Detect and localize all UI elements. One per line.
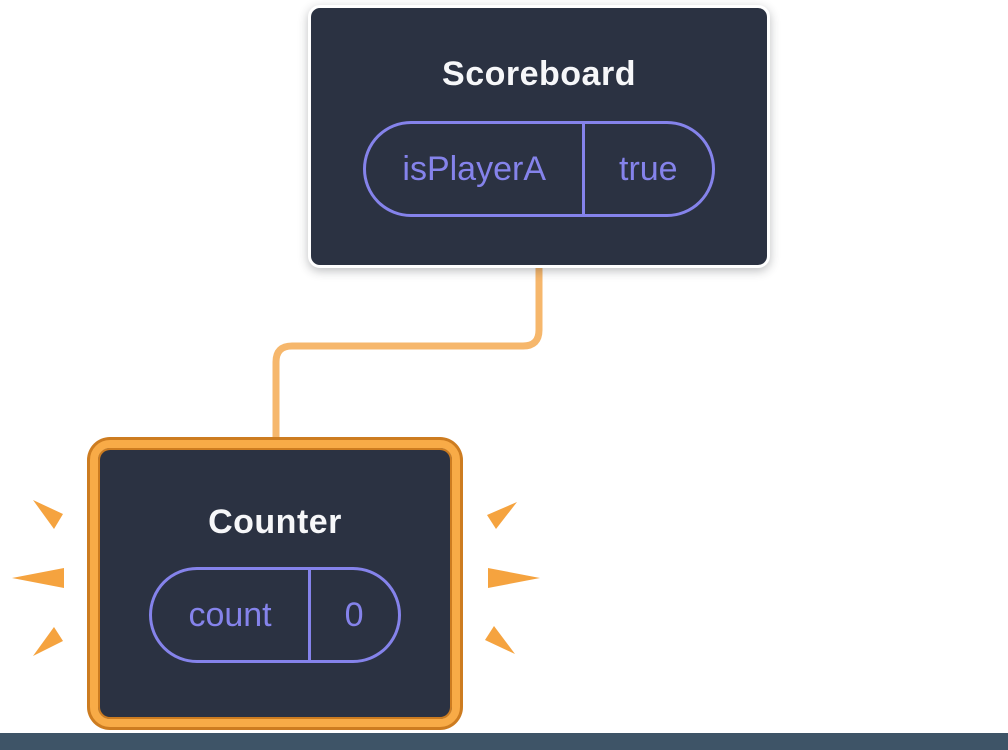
spark-icon	[12, 568, 64, 588]
state-name: isPlayerA	[366, 124, 585, 215]
state-value: true	[619, 149, 678, 188]
spark-icon	[33, 627, 63, 656]
state-pill: count 0	[149, 567, 401, 664]
scoreboard-node: Scoreboard isPlayerA true	[308, 5, 770, 268]
spark-icon	[485, 626, 515, 654]
spark-icon	[487, 502, 517, 529]
state-name: count	[152, 570, 311, 661]
spark-icon	[488, 568, 540, 588]
state-pill: isPlayerA true	[363, 121, 715, 218]
state-value: 0	[344, 595, 364, 634]
counter-node: Counter count 0	[90, 440, 460, 727]
footer-strip	[0, 733, 1008, 750]
spark-icon	[33, 500, 63, 529]
node-title: Scoreboard	[442, 54, 636, 93]
node-title: Counter	[208, 502, 342, 541]
connector-line	[272, 262, 543, 446]
